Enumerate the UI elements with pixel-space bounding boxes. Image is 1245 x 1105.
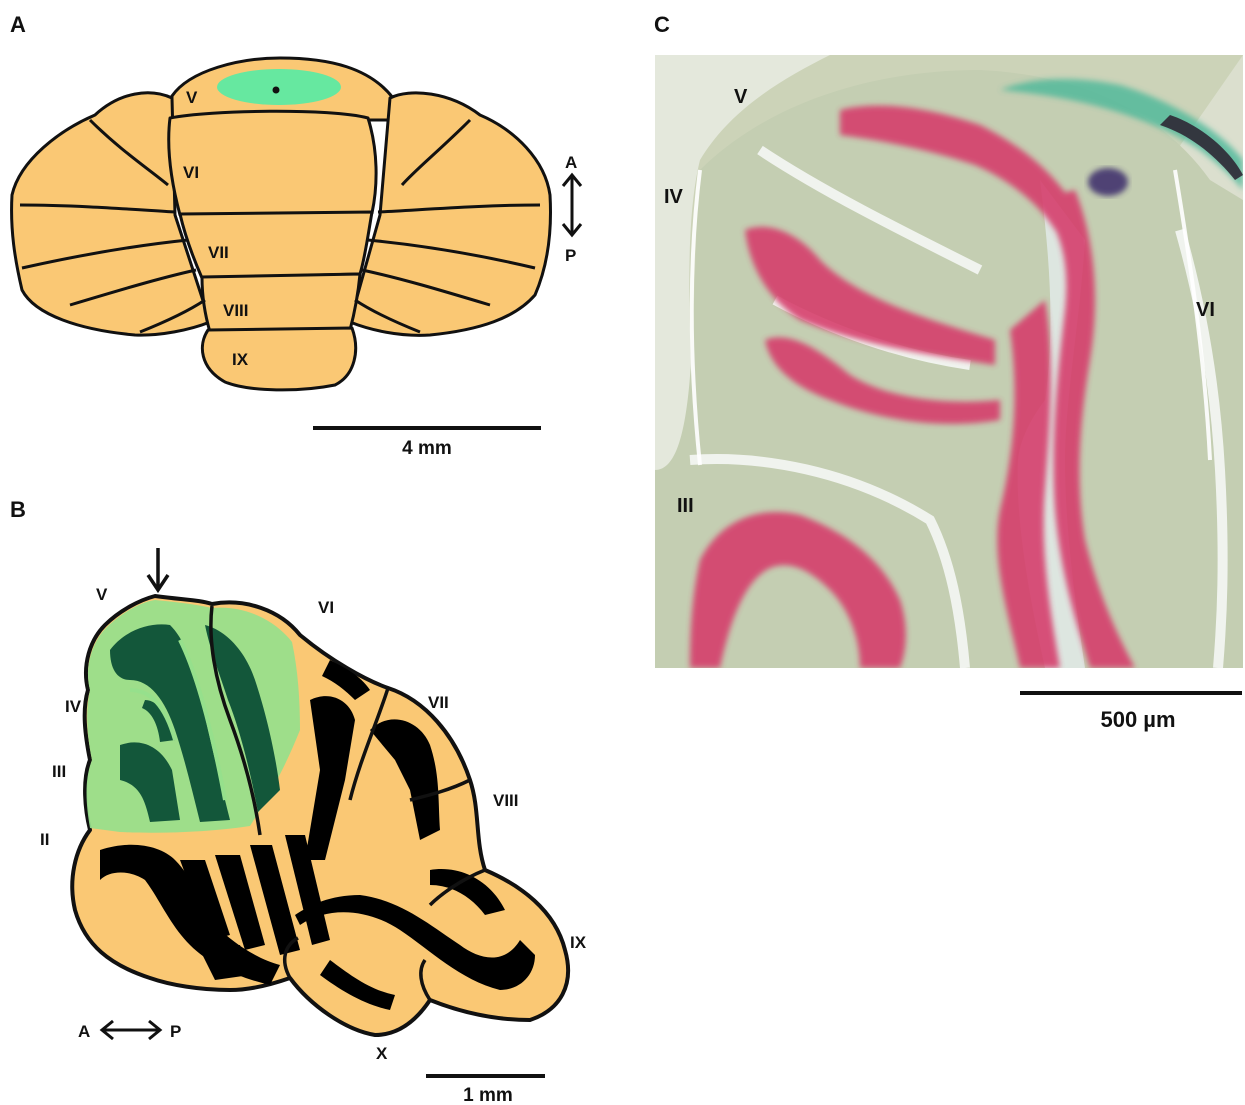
orientation-posterior-label-b: P xyxy=(170,1022,181,1041)
arrow-down-icon xyxy=(148,548,168,590)
panel-a-scale-label: 4 mm xyxy=(402,438,452,459)
panel-c-scale-bar: 500 µm xyxy=(1020,693,1242,732)
panel-b-lobule-v: V xyxy=(96,585,108,604)
panel-a-scale-bar: 4 mm xyxy=(313,428,541,459)
panel-b-lobule-ii: II xyxy=(40,830,49,849)
panel-b-lobule-x: X xyxy=(376,1044,388,1063)
panel-c-lobule-iv: IV xyxy=(664,186,684,208)
vertical-double-arrow-icon xyxy=(563,175,581,235)
panel-c-letter: C xyxy=(654,12,670,37)
panel-a: A xyxy=(10,12,581,459)
panel-b-scale-label: 1 mm xyxy=(463,1085,513,1105)
panel-a-orientation: A P xyxy=(563,153,581,265)
panel-a-lobule-ix: IX xyxy=(232,350,249,369)
panel-c-lobule-vi: VI xyxy=(1196,299,1215,321)
panel-c-lobule-v: V xyxy=(734,86,748,108)
panel-a-lobule-vii: VII xyxy=(208,243,229,262)
panel-b-lobule-ix: IX xyxy=(570,933,587,952)
panel-b-scale-bar: 1 mm xyxy=(426,1076,545,1105)
panel-c-lobule-iii: III xyxy=(677,495,694,517)
panel-b-lobule-iii: III xyxy=(52,762,66,781)
panel-c-injection-spot xyxy=(1088,168,1128,196)
panel-a-cerebellum xyxy=(12,58,551,390)
orientation-anterior-label-b: A xyxy=(78,1022,90,1041)
panel-c-scale-label: 500 µm xyxy=(1100,707,1175,732)
panel-b: B xyxy=(10,497,587,1105)
panel-a-lobule-vi: VI xyxy=(183,163,199,182)
horizontal-double-arrow-icon xyxy=(102,1021,160,1039)
panel-b-lobule-vii: VII xyxy=(428,693,449,712)
panel-a-lobule-v: V xyxy=(186,88,198,107)
panel-a-letter: A xyxy=(10,12,26,37)
orientation-posterior-label: P xyxy=(565,246,576,265)
orientation-anterior-label: A xyxy=(565,153,577,172)
panel-a-lobule-viii: VIII xyxy=(223,301,249,320)
panel-b-letter: B xyxy=(10,497,26,522)
panel-b-lobule-iv: IV xyxy=(65,697,82,716)
panel-b-lobule-vi: VI xyxy=(318,598,334,617)
panel-b-lobule-viii: VIII xyxy=(493,791,519,810)
panel-c-micrograph xyxy=(655,55,1243,668)
panel-a-green-zone xyxy=(217,69,341,105)
panel-b-orientation: A P xyxy=(78,1021,181,1041)
panel-c: C xyxy=(654,12,1243,732)
panel-a-injection-dot xyxy=(273,87,280,94)
